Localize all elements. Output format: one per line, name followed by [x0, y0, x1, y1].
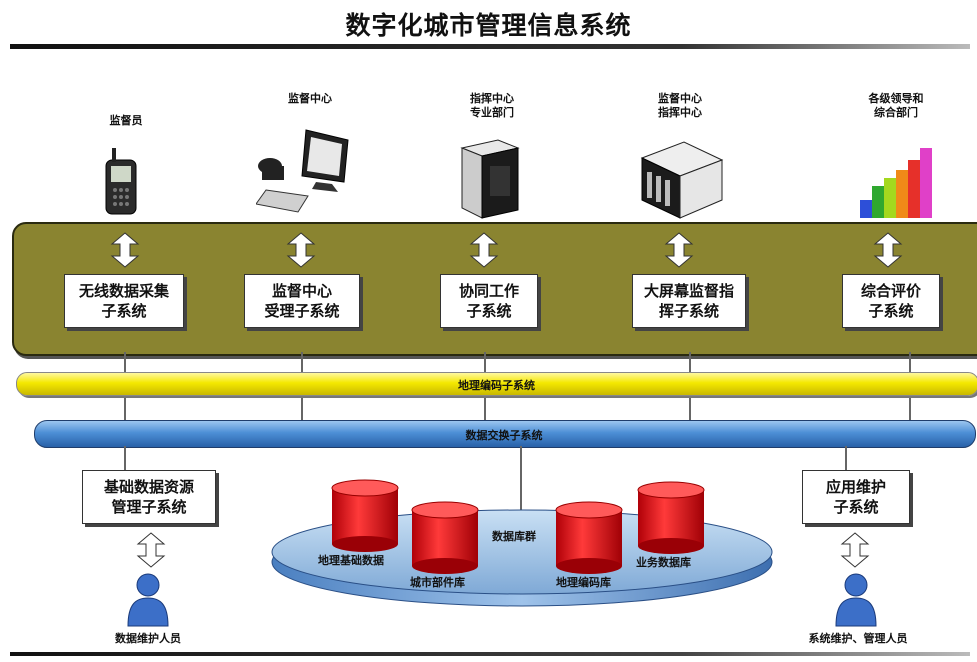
mobile-phone-icon	[105, 148, 137, 215]
role-label-command-center: 指挥中心 专业部门	[470, 92, 514, 119]
subsystem-big-screen-command: 大屏幕监督指 挥子系统	[632, 274, 746, 328]
subsystem-line: 无线数据采集	[78, 282, 169, 300]
role-label-supervision-center: 监督中心	[288, 92, 332, 105]
data-exchange-label: 数据交换子系统	[465, 429, 543, 442]
db-label-business: 业务数据库	[636, 556, 691, 569]
subsystem-line: 基础数据资源	[103, 478, 194, 496]
role-label-leadership: 各级领导和 综合部门	[868, 92, 924, 119]
database-platform	[271, 479, 773, 607]
subsystem-line: 应用维护	[825, 478, 886, 496]
subsystem-line: 子系统	[466, 302, 512, 320]
subsystem-line: 协同工作	[458, 282, 519, 300]
geocoding-subsystem-bar	[16, 372, 977, 396]
double-arrow-icon	[469, 232, 499, 268]
title-rule	[10, 44, 970, 49]
person-icon	[835, 573, 877, 627]
subsystem-comprehensive-evaluation: 综合评价 子系统	[842, 274, 940, 328]
subsystem-line: 挥子系统	[658, 302, 719, 320]
subsystem-line: 受理子系统	[264, 302, 340, 320]
application-maintenance-subsystem: 应用维护 子系统	[802, 470, 910, 524]
db-label-city-parts: 城市部件库	[410, 576, 465, 589]
database-cylinder	[637, 481, 705, 554]
database-cylinder	[331, 479, 399, 552]
double-arrow-icon	[840, 532, 870, 568]
double-arrow-icon	[664, 232, 694, 268]
workstation-icon	[256, 129, 349, 213]
role-label-supervision-command: 监督中心 指挥中心	[658, 92, 702, 119]
subsystem-supervision-acceptance: 监督中心 受理子系统	[244, 274, 360, 328]
database-group-label: 数据库群	[492, 530, 536, 543]
subsystem-line: 监督中心	[271, 282, 332, 300]
double-arrow-icon	[136, 532, 166, 568]
diagram-title: 数字化城市管理信息系统	[345, 11, 632, 40]
subsystem-line: 子系统	[868, 302, 914, 320]
connector-line	[124, 446, 126, 470]
subsystem-line: 子系统	[833, 498, 879, 516]
bottom-rule	[10, 652, 970, 656]
subsystem-wireless-collection: 无线数据采集 子系统	[64, 274, 184, 328]
db-label-geocoding: 地理编码库	[556, 576, 611, 589]
db-label-geo-base: 地理基础数据	[318, 554, 384, 567]
geocoding-subsystem-label: 地理编码子系统	[458, 379, 535, 392]
connector-line	[520, 446, 522, 522]
basic-data-resource-subsystem: 基础数据资源 管理子系统	[82, 470, 216, 524]
subsystem-line: 综合评价	[860, 282, 921, 300]
server-rack-icon	[640, 141, 724, 219]
double-arrow-icon	[286, 232, 316, 268]
database-cylinder	[411, 501, 479, 574]
data-exchange-bar	[34, 420, 976, 448]
role-label-inspector: 监督员	[109, 114, 143, 127]
database-cylinder	[555, 501, 623, 574]
double-arrow-icon	[873, 232, 903, 268]
subsystem-line: 管理子系统	[111, 498, 187, 516]
connector-line	[845, 446, 847, 470]
double-arrow-icon	[110, 232, 140, 268]
system-admin-label: 系统维护、管理人员	[808, 632, 908, 645]
subsystem-line: 大屏幕监督指	[643, 282, 734, 300]
data-maintainer-label: 数据维护人员	[115, 632, 181, 645]
subsystem-collaboration: 协同工作 子系统	[440, 274, 538, 328]
subsystem-line: 子系统	[101, 302, 147, 320]
server-tower-icon	[460, 139, 520, 219]
person-icon	[127, 573, 169, 627]
bar-chart-icon	[860, 148, 932, 218]
